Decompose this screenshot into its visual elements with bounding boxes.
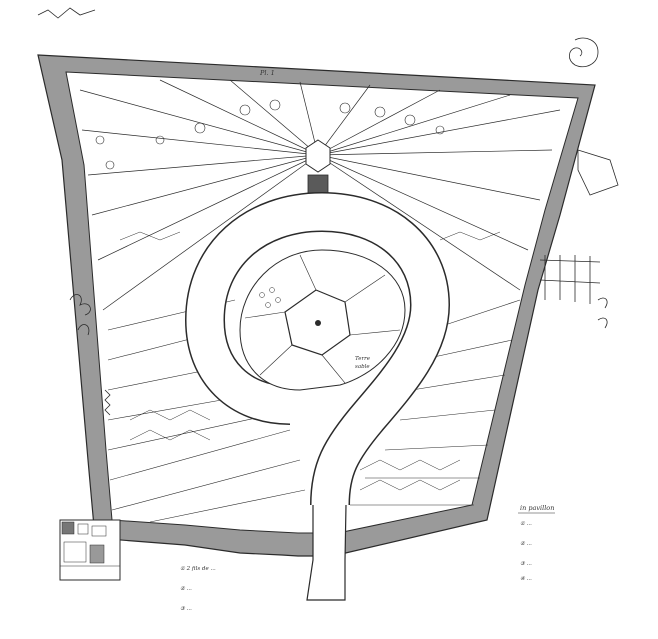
hatched-beds [119,231,501,491]
central-note-terre: Terre [355,356,371,362]
note-line-2: ② ... [180,585,192,592]
top-annotation: Pl. 1 [259,69,275,77]
radiating-beds [79,79,561,311]
box-note-3: ③ ... [520,560,532,567]
lower-right-notes-box: in pavillon ① ... ② ... ③ ... ④ ... [518,504,555,582]
note-line-3: ③ ... [180,605,192,612]
small-building-plan [59,519,121,581]
box-title: in pavillon [520,504,554,512]
box-note-4: ④ ... [520,575,532,582]
tree-circles [95,99,445,170]
path-tail [306,504,347,601]
inner-spiral-garden [239,249,406,391]
fence-sketch [539,255,601,304]
central-note-sable: sable [355,364,370,370]
margin-sketches [37,7,619,416]
box-note-1: ① ... [520,520,532,527]
lower-left-notes: ① 2 fils de ... ② ... ③ ... [180,565,216,612]
center-point [315,320,321,326]
box-note-2: ② ... [520,540,532,547]
question-mark-path [184,191,451,601]
plant-doodle [69,294,91,336]
note-line-1: ① 2 fils de ... [180,565,216,572]
spiral-doodle [568,37,599,68]
